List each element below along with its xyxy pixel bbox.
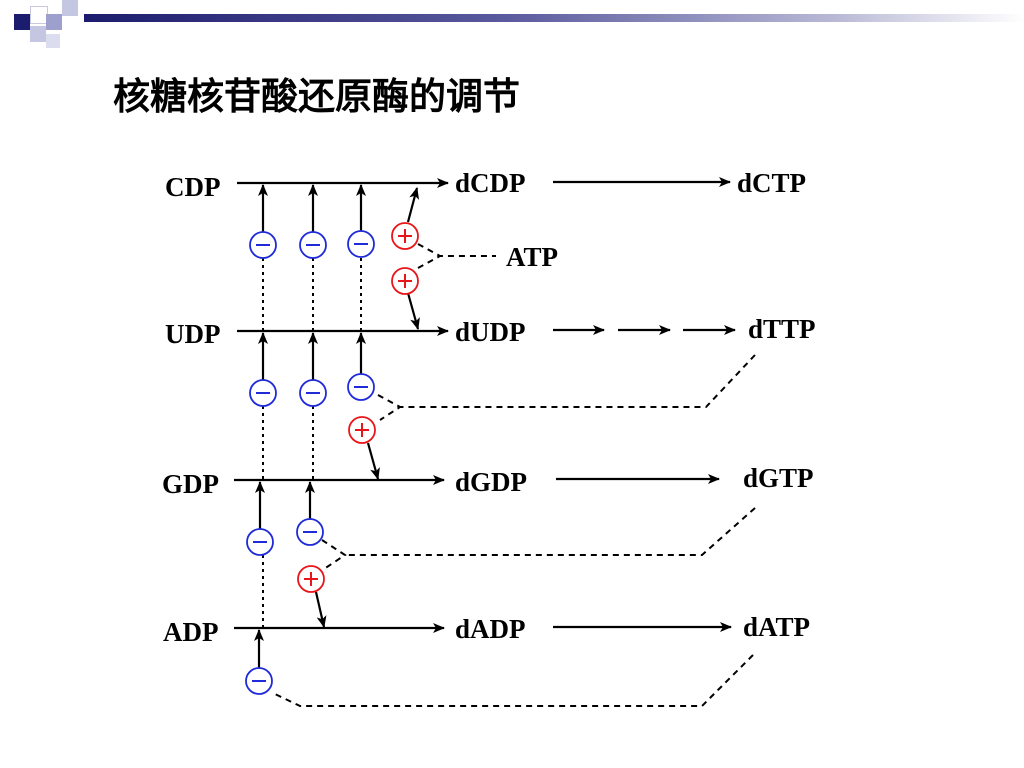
circled-minus-icon [347, 230, 375, 258]
label-dgdp: dGDP [455, 467, 527, 497]
dotted-connectors [262, 258, 362, 627]
circled-plus-icon [391, 222, 419, 250]
label-dudp: dUDP [455, 317, 526, 347]
circled-minus-icon [299, 231, 327, 259]
circled-plus-icon [391, 267, 419, 295]
circled-minus-icon [347, 373, 375, 401]
inhibition-arrows [254, 184, 366, 668]
activation-arrow-adp [314, 591, 327, 628]
label-gdp: GDP [162, 469, 219, 499]
label-atp: ATP [506, 242, 558, 272]
label-dgtp: dGTP [743, 463, 814, 493]
label-dctp: dCTP [737, 168, 806, 198]
circled-minus-icon [249, 231, 277, 259]
activation-arrow-gdp [366, 442, 380, 480]
feedback-dttp [377, 354, 756, 421]
circled-minus-icon [246, 528, 274, 556]
label-udp: UDP [165, 319, 221, 349]
circled-plus-icon [297, 565, 325, 593]
label-adp: ADP [163, 617, 219, 647]
circled-minus-icon [245, 667, 273, 695]
circled-minus-icon [299, 379, 327, 407]
feedback-datp [274, 654, 754, 707]
label-datp: dATP [743, 612, 810, 642]
circled-minus-icon [296, 518, 324, 546]
label-dadp: dADP [455, 614, 526, 644]
label-dcdp: dCDP [455, 168, 526, 198]
effector-signs [245, 222, 419, 695]
circled-minus-icon [249, 379, 277, 407]
title-bar-decoration [84, 14, 1024, 22]
label-dttp: dTTP [748, 314, 816, 344]
atp-activation [406, 187, 496, 330]
circled-plus-icon [348, 416, 376, 444]
label-cdp: CDP [165, 172, 221, 202]
slide-title: 核糖核苷酸还原酶的调节 [113, 75, 520, 118]
corner-decoration [0, 0, 84, 50]
feedback-dgtp [321, 507, 756, 570]
